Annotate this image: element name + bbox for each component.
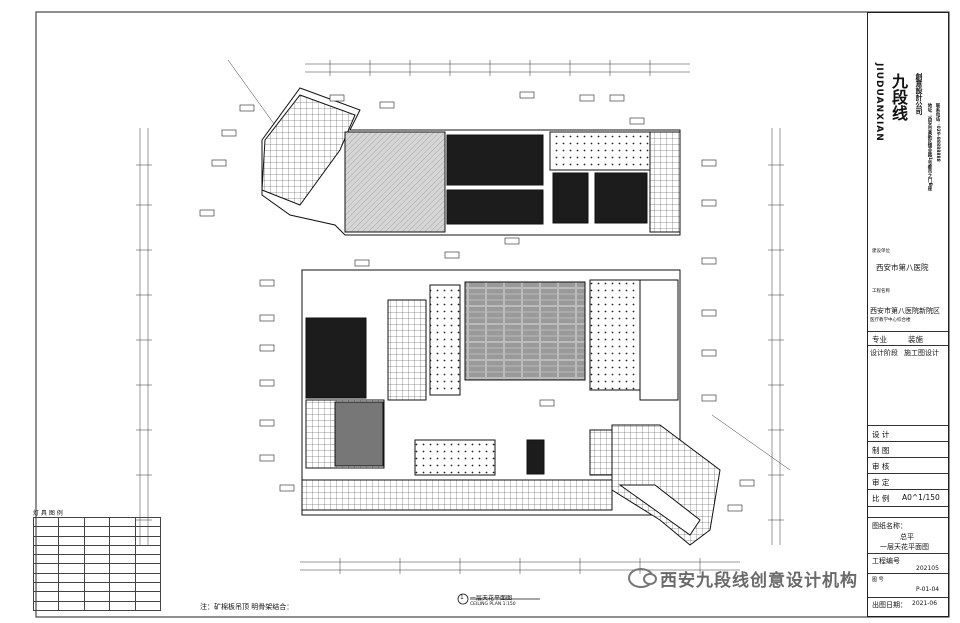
drawing-name-label: 图纸名称： (872, 522, 907, 530)
main-lower-room (414, 439, 496, 476)
corridor-strip (301, 479, 613, 511)
project-row: 工程名称 西安市第八医院新院区 医疗教学中心综合楼 (868, 286, 948, 336)
company-address: 地址：西安市高新区锦业路1号都市之门B座 (927, 103, 932, 191)
legend-row (34, 592, 162, 602)
brand-pinyin: JIUDUANXIAN (874, 63, 884, 142)
project-label: 工程名称 (872, 289, 890, 294)
specialty-value: 装施 (908, 335, 923, 344)
dimension-ticks (136, 60, 784, 574)
legend-row (34, 536, 162, 546)
upper-dark-room-3 (552, 172, 589, 224)
date-value: 2021-06 (912, 600, 938, 607)
legend-row (34, 527, 162, 537)
project-no-row: 工程编号 202105 (868, 553, 948, 572)
legend-row (34, 518, 162, 528)
role-approver: 审 定 (872, 478, 890, 487)
scale-row: 比 例 A0^1/150 (868, 489, 948, 507)
upper-dark-room-2 (446, 189, 544, 225)
drawing-name-1: 总平 (900, 533, 914, 541)
drawing-no-row: 图 号 P-01-04 (868, 573, 948, 596)
upper-wing (261, 87, 681, 236)
sheet-border (35, 11, 950, 618)
upper-left-tiled-zone (261, 94, 356, 206)
brand-name: 九段线 (889, 73, 908, 121)
plan-marker-number: 1 (460, 594, 464, 601)
phase-label: 设计阶段 (870, 349, 898, 357)
project-no-label: 工程编号 (872, 557, 900, 565)
watermark: 西安九段线创意设计机构 (628, 566, 858, 591)
client-label: 建设单位 (872, 249, 890, 254)
role-drafter: 制 图 (872, 446, 890, 455)
upper-dark-room-1 (446, 134, 544, 186)
watermark-text: 西安九段线创意设计机构 (660, 571, 858, 591)
phase-value: 施工图设计 (904, 349, 939, 357)
role-reviewer: 审 核 (872, 462, 890, 471)
project-name-1: 西安市第八医院新院区 (870, 307, 940, 315)
main-right-room (639, 279, 679, 401)
role-designer-row: 设 计 (868, 425, 948, 442)
brand-tagline: 創意設計公司 (915, 73, 923, 115)
legend-row (34, 545, 162, 556)
main-left-dark-room (305, 317, 367, 399)
plan-marker (457, 593, 540, 605)
date-label: 出图日期： (872, 601, 907, 609)
role-reviewer-row: 审 核 (868, 457, 948, 474)
drawing-no: P-01-04 (916, 586, 940, 593)
role-approver-row: 审 定 (868, 473, 948, 490)
main-dotted-left (429, 284, 461, 396)
lower-wing (611, 424, 721, 546)
main-hall-tiles (464, 281, 586, 381)
upper-right-zone (649, 131, 681, 233)
lighting-legend: 灯 具 图 例 (33, 508, 162, 611)
role-drafter-row: 制 图 (868, 441, 948, 458)
project-name-2: 医疗教学中心综合楼 (870, 318, 911, 323)
upper-dotted-zone (549, 131, 651, 171)
project-no: 202105 (916, 565, 939, 572)
client-name: 西安市第八医院 (876, 263, 929, 272)
specialty-label: 专业 (872, 335, 887, 344)
lower-wing-inner (618, 484, 701, 536)
drawing-name-row: 图纸名称： 总平 一层天花平面图 (868, 517, 948, 556)
upper-hatched-hall (344, 131, 446, 233)
legend-row (34, 601, 162, 611)
drawing-no-label: 图 号 (872, 577, 884, 583)
main-lower-dark (526, 439, 545, 475)
legend-row (34, 583, 162, 593)
wechat-icon (628, 568, 657, 588)
phase-row: 设计阶段 施工图设计 (868, 345, 948, 360)
legend-row (34, 573, 162, 584)
main-mid-grid (387, 299, 427, 401)
legend-title: 灯 具 图 例 (33, 510, 63, 517)
client-row: 建设单位 西安市第八医院 (868, 246, 948, 284)
scale-value: A0^1/150 (902, 493, 940, 502)
plan-title: 一层天花平面图 (470, 595, 513, 602)
main-right-grid (589, 279, 641, 391)
upper-dark-room-4 (594, 172, 648, 224)
legend-row (34, 564, 162, 574)
specialty-row: 专业 装施 (868, 331, 948, 346)
drawing-name-2: 一层天花平面图 (880, 543, 929, 551)
room-tags (199, 91, 755, 512)
company-phone: 联系电话：029-88888888 (935, 103, 940, 162)
scale-label: 比 例 (872, 494, 890, 503)
role-designer: 设 计 (872, 430, 890, 439)
date-row: 出图日期： 2021-06 (868, 597, 948, 618)
ceiling-note: 注：矿棉板吊顶 明骨架结合： (200, 603, 294, 611)
plan-subtitle: CEILING PLAN 1:150 (470, 602, 516, 607)
title-block: JIUDUANXIAN 九段线 創意設計公司 地址：西安市高新区锦业路1号都市之… (867, 12, 949, 617)
main-left-tiles (334, 401, 384, 467)
legend-row (34, 555, 162, 565)
